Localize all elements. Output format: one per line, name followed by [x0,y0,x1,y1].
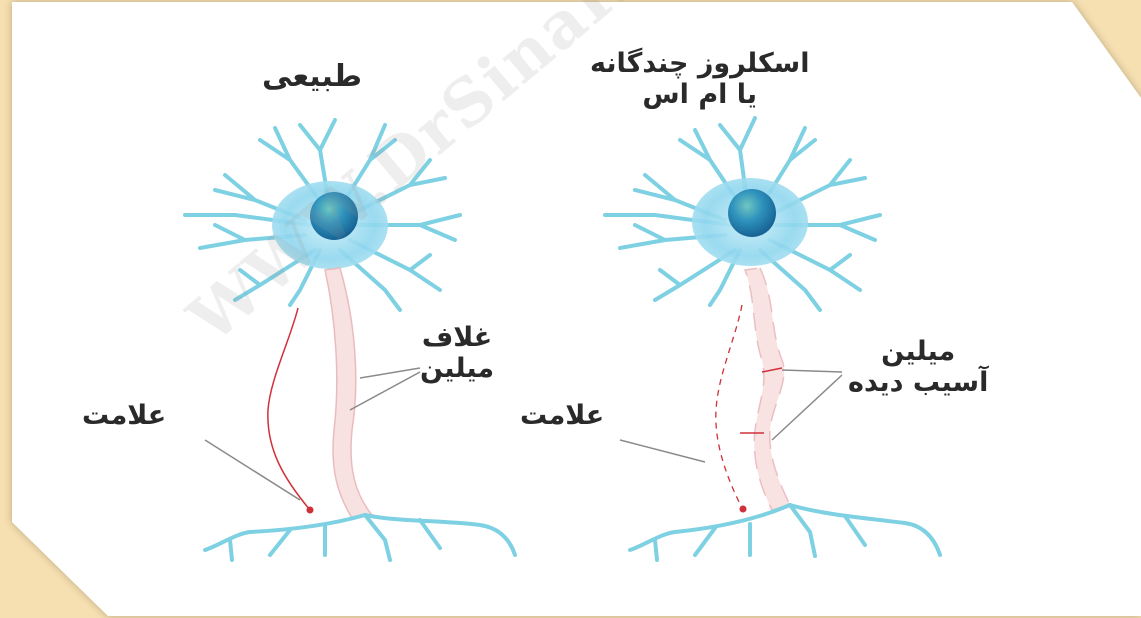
myelin-sheath-label: غلاف میلین [420,322,494,384]
normal-neuron-title: طبیعی [262,60,362,95]
damaged-label-line2: آسیب دیده [848,367,988,398]
damaged-label-line1: میلین [848,336,988,367]
signal-label-right: علامت [520,400,604,431]
ms-neuron-title: اسکلروز چندگانه یا ام اس [590,48,809,110]
ms-signal-dot [740,506,747,513]
ms-title-line1: اسکلروز چندگانه [590,48,809,79]
normal-signal-dot [307,507,314,514]
content-panel [12,2,1141,616]
sheath-label-line1: غلاف [420,322,494,353]
ms-nucleus [728,189,776,237]
ms-title-line2: یا ام اس [590,79,809,110]
damaged-myelin-label: میلین آسیب دیده [848,336,988,398]
signal-label-left: علامت [82,400,166,431]
sheath-label-line2: میلین [420,353,494,384]
